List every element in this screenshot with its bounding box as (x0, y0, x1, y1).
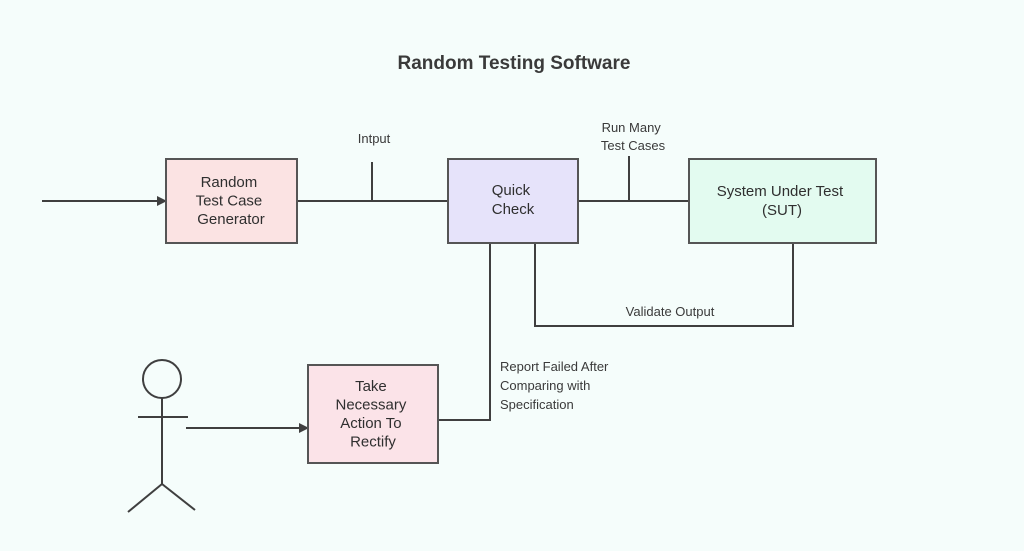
run-many-label-line: Run Many (602, 120, 662, 135)
generator-label-line: Generator (197, 211, 265, 228)
sut-label-line: System Under Test (717, 183, 844, 200)
sut-label: System Under Test (SUT) (717, 183, 848, 219)
run-many-label-line: Test Cases (601, 138, 666, 153)
report-label-line: Specification (500, 397, 574, 412)
sut-label-line: (SUT) (762, 202, 802, 219)
rectify-label-line: Necessary (335, 397, 406, 414)
quickcheck-label: Quick Check (492, 182, 535, 218)
rectify-label-line: Rectify (350, 434, 396, 451)
generator-label-line: Random (201, 174, 258, 191)
report-label-line: Comparing with (500, 378, 590, 393)
run-many-edge-label: Run Many Test Cases (601, 120, 666, 153)
random-test-case-generator-box (165, 158, 298, 244)
validate-output-connector (534, 243, 794, 327)
rectify-label: Take Necessary Action To Rectify (335, 378, 410, 451)
report-failed-edge-label: Report Failed After Comparing with Speci… (500, 359, 612, 412)
report-failed-connector (438, 243, 491, 421)
user-actor-icon (127, 359, 196, 513)
diagram-title: Random Testing Software (398, 53, 631, 74)
input-edge-label: Intput (358, 131, 391, 146)
generator-label: Random Test Case Generator (196, 174, 267, 228)
take-action-box (307, 364, 439, 464)
rectify-label-line: Action To (340, 415, 401, 432)
system-under-test-box (688, 158, 877, 244)
generator-label-line: Test Case (196, 193, 263, 210)
validate-output-edge-label: Validate Output (626, 304, 715, 319)
report-label-line: Report Failed After (500, 359, 609, 374)
quick-check-box (447, 158, 579, 244)
rectify-label-line: Take (355, 378, 387, 395)
quickcheck-label-line: Quick (492, 182, 531, 199)
quickcheck-label-line: Check (492, 201, 535, 218)
